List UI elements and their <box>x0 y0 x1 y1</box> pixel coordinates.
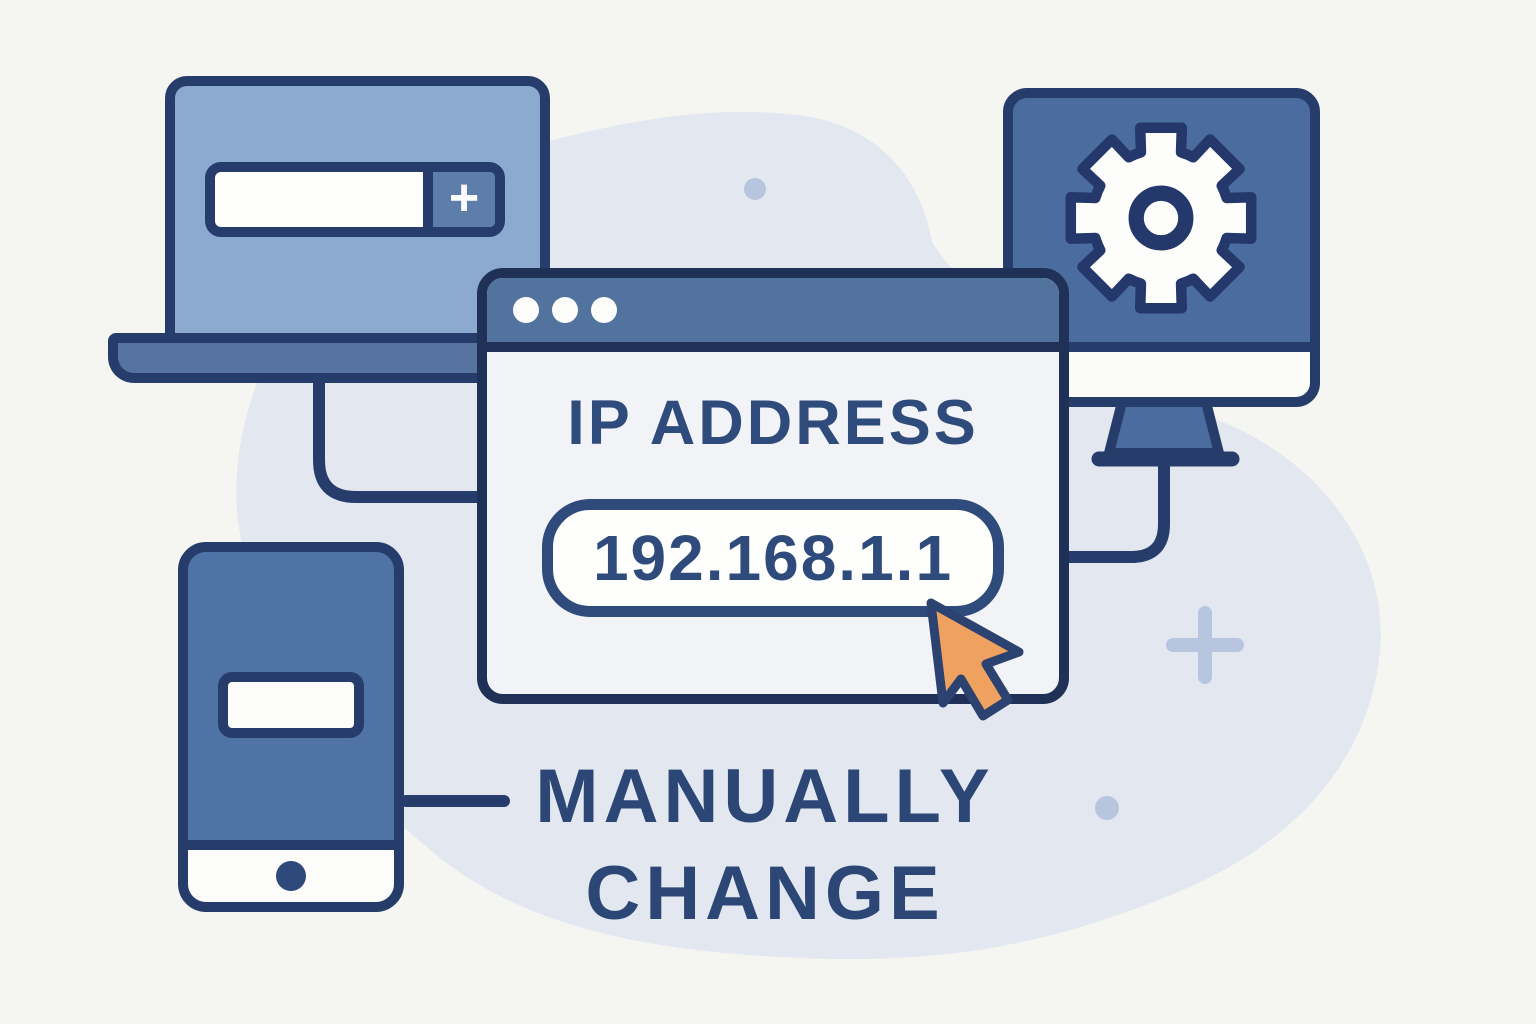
gear-icon <box>1065 122 1257 314</box>
plus-decoration-icon <box>1166 606 1244 684</box>
window-dot-icon <box>513 297 539 323</box>
ip-address-label: IP ADDRESS <box>567 388 979 458</box>
browser-window: IP ADDRESS 192.168.1.1 <box>477 268 1069 704</box>
ip-address-value: 192.168.1.1 <box>592 522 954 594</box>
monitor-stand <box>1104 397 1224 458</box>
phone <box>178 542 404 912</box>
caption-line-1: MANUALLY <box>535 754 995 839</box>
dot-decoration-icon <box>1095 796 1119 820</box>
window-dot-icon <box>552 297 578 323</box>
home-button-icon[interactable] <box>276 861 306 891</box>
caption-line-2: CHANGE <box>585 851 945 936</box>
add-button[interactable]: + <box>423 172 495 227</box>
search-input[interactable]: + <box>205 162 505 237</box>
phone-bottom-strip <box>188 840 394 902</box>
ip-address-field[interactable]: 192.168.1.1 <box>542 499 1004 617</box>
caption-text: MANUALLY CHANGE <box>480 748 1050 942</box>
dot-decoration-icon <box>744 178 766 200</box>
plus-icon: + <box>448 168 480 227</box>
window-titlebar <box>487 278 1059 352</box>
laptop-base <box>108 333 512 383</box>
connector-line-laptop <box>313 370 488 503</box>
connector-line-monitor <box>1063 460 1170 563</box>
phone-screen-card <box>218 672 364 738</box>
window-dot-icon <box>591 297 617 323</box>
